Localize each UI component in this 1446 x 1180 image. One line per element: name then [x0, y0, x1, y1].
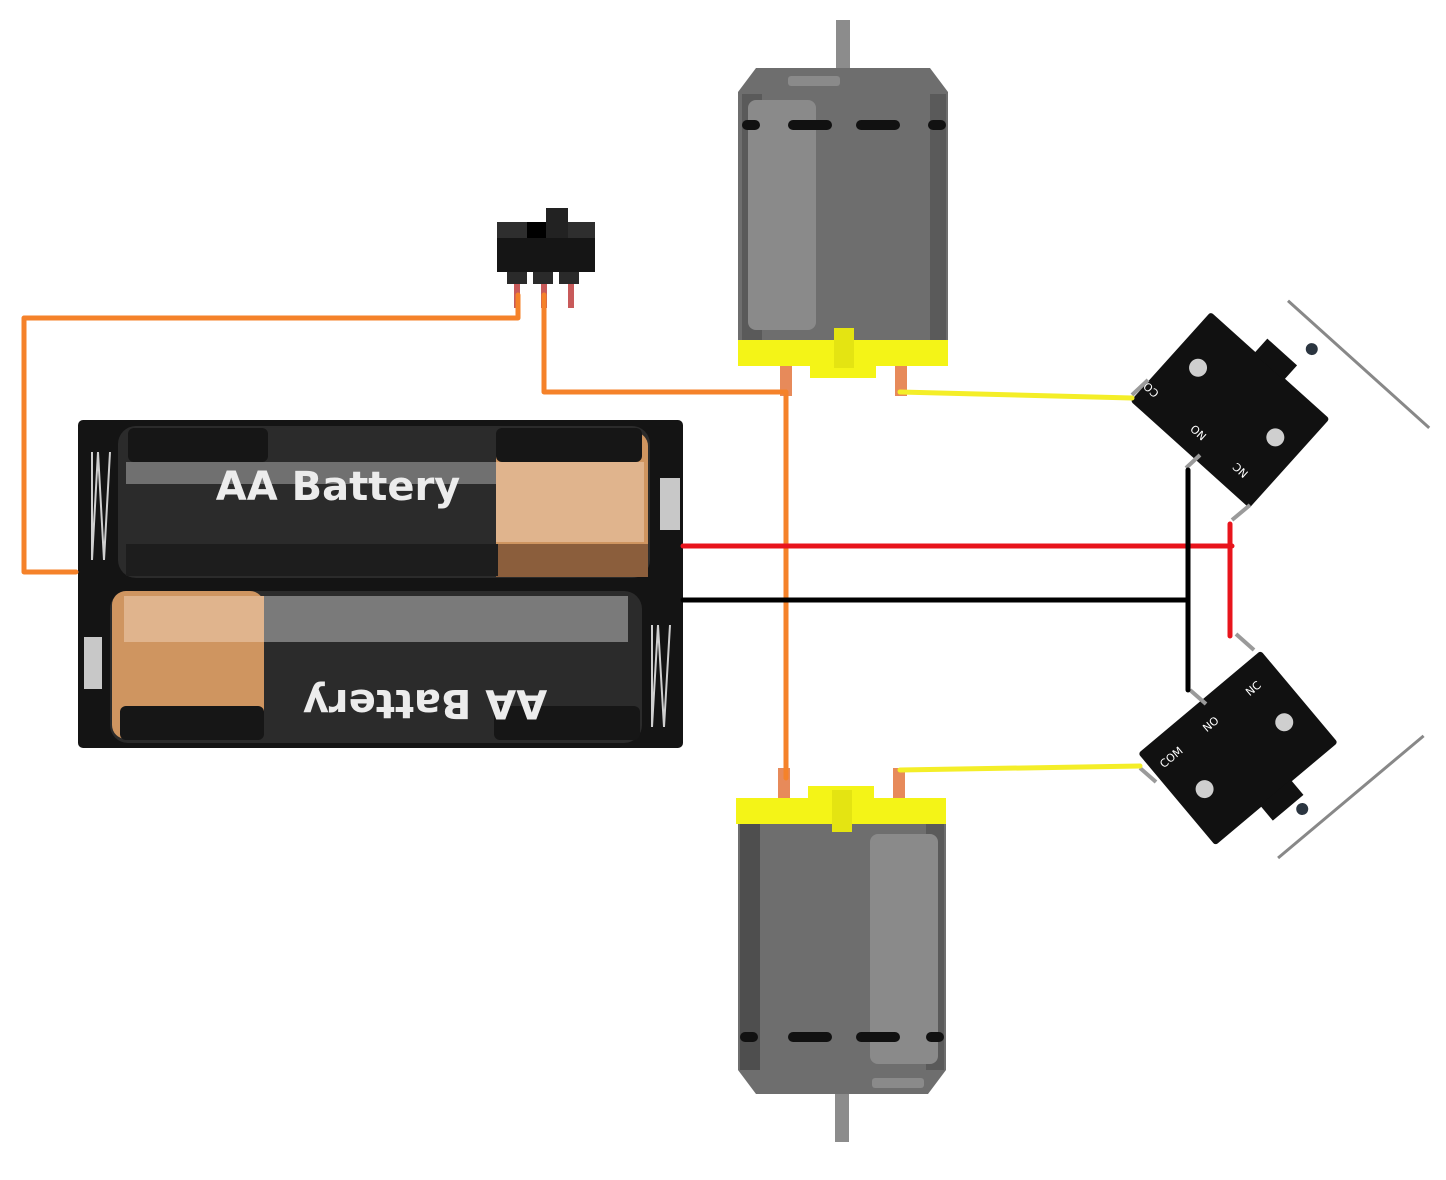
- limit-switch-upper: COM NO NC: [1131, 299, 1431, 507]
- spring-contact-bottom: [651, 624, 671, 728]
- wire-yellow-top: [897, 389, 1135, 401]
- battery-cell-top: AA Battery: [118, 426, 650, 578]
- switch-lever: [1286, 299, 1431, 429]
- spring-contact-top: [91, 451, 111, 561]
- battery-label-bottom: AA Battery: [303, 680, 548, 726]
- switch-lever: [1277, 734, 1425, 860]
- flat-contact-top: [660, 478, 680, 530]
- dc-motor-top: [738, 20, 948, 396]
- battery-cell-bottom: AA Battery: [110, 591, 642, 743]
- wire-yellow-bottom: [897, 763, 1143, 773]
- motor-terminal-right: [895, 366, 907, 396]
- motor-vent-slots: [742, 120, 946, 130]
- limit-switch-lower: COM NO NC: [1139, 651, 1425, 860]
- dc-motor-bottom: [736, 768, 946, 1142]
- motor-shaft: [836, 20, 850, 75]
- flat-contact-bottom: [84, 637, 102, 689]
- switch-slider: [546, 208, 568, 238]
- motor-shaft: [835, 1090, 849, 1142]
- slide-switch: [497, 208, 595, 308]
- battery-holder: AA Battery AA Battery: [78, 420, 683, 748]
- limit-switch-pins: [1130, 378, 1256, 784]
- wires: [21, 292, 1235, 781]
- motor-vent-slots: [740, 1032, 944, 1042]
- switch-pin-3: [568, 284, 574, 308]
- wire-orange-switch-motors: [541, 292, 789, 781]
- motor-terminal-left: [780, 366, 792, 396]
- motor-terminal-right: [893, 768, 905, 798]
- wire-orange-battery-switch: [21, 292, 521, 575]
- battery-label-top: AA Battery: [216, 464, 461, 510]
